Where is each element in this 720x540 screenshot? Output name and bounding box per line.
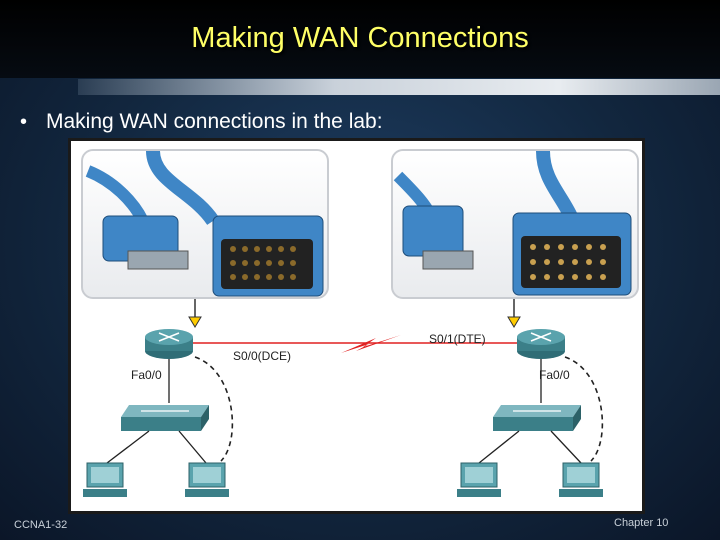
pc-icon (457, 462, 501, 497)
pc-icon (83, 462, 127, 497)
left-fa-label: Fa0/0 (131, 368, 162, 382)
wan-figure: S0/0(DCE) S0/1(DTE) Fa0/0 Fa0/0 (68, 138, 645, 514)
network-diagram (83, 299, 604, 497)
left-serial-label: S0/0(DCE) (233, 349, 292, 363)
right-serial-label: S0/1(DTE) (429, 332, 486, 346)
right-router-icon (517, 329, 565, 359)
footer-slide-number: CCNA1-32 (14, 519, 68, 531)
pc-icon (185, 462, 229, 497)
footer-chapter: Chapter 10 (614, 517, 669, 529)
dte-cable-photo (391, 149, 639, 299)
left-switch-icon (121, 405, 209, 431)
left-router-icon (145, 329, 193, 359)
title-bar: Making WAN Connections (0, 0, 720, 78)
right-switch-icon (493, 405, 581, 431)
slide-title: Making WAN Connections (191, 22, 529, 54)
bullet-text: Making WAN connections in the lab: (46, 110, 383, 133)
title-divider (78, 79, 720, 95)
pc-icon (559, 462, 603, 497)
bullet-icon: • (20, 111, 28, 133)
dce-cable-photo (81, 149, 329, 299)
right-fa-label: Fa0/0 (539, 368, 570, 382)
